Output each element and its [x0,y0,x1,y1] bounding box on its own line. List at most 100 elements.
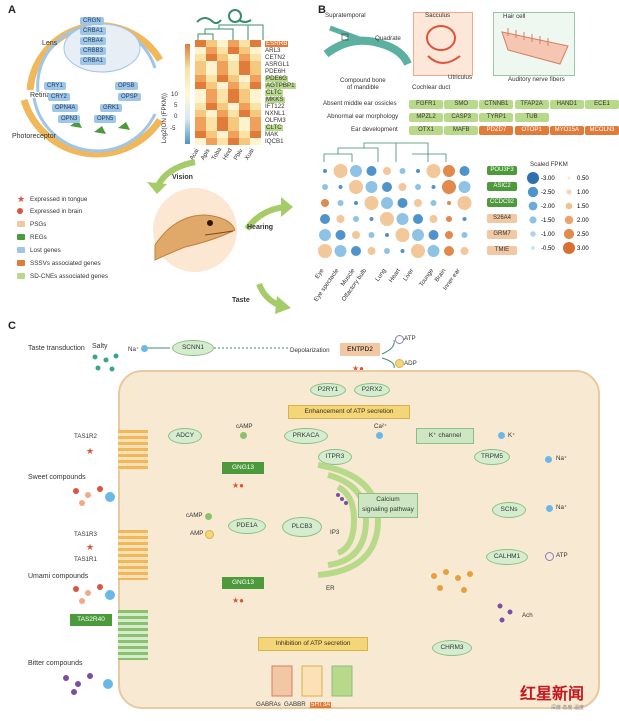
sacculus-label: Sacculus [425,12,451,19]
gene-pill-tyrp1: TYRP1 [479,113,514,122]
heatmap-gene-iqcb1: IQCB1 [265,138,284,145]
heatmap-cell [228,40,239,47]
k-channel-box: K⁺ channel [416,428,474,444]
phenotype-row-label-2: Abnormal ear morphology [327,113,399,120]
heatmap-cell [206,96,217,103]
heatmap-cell [206,103,217,110]
tas1r3-label: TAS1R3 [74,531,97,538]
heatmap-cell [250,96,261,103]
panel-c-letter: C [8,320,16,332]
scale-dot-left-0 [527,172,539,184]
umami-particles [73,584,115,604]
heatmap-cell [195,110,206,117]
gene-pill-tub: TUB [514,113,549,122]
heatmap-cell [206,124,217,131]
heatmap-cell [195,131,206,138]
scale-label-left-5: -0.50 [541,246,555,252]
scale-dot-right-2 [565,202,573,210]
gene-pill-hand1: HAND1 [549,100,584,109]
legend-row-regs: REGs [17,234,47,241]
gene-pill-mcoln3: MCOLN3 [585,126,619,135]
vision-label: Vision [172,174,193,181]
lens-gene-2: CRBA1 [80,27,107,35]
pde1a-node: PDE1A [228,518,266,534]
taste-label: Taste [232,297,250,304]
heatmap-cell [250,138,261,145]
dot-pou3f3-8 [443,165,455,177]
watermark-main: 红星新闻 [520,684,585,703]
heatmap-cell [217,54,228,61]
er-label: ER [326,585,335,592]
dot-s26a4-6 [413,214,423,224]
heatmap-cell [195,103,206,110]
dot-tmie-7 [427,245,440,257]
heatmap-cell [228,124,239,131]
heatmap-cell [217,75,228,82]
inhibition-box: Inhibition of ATP secretion [258,637,368,651]
dot-ccdc92-8 [447,201,451,205]
dot-s26a4-8 [446,216,452,222]
legend-row-tongue: ★ Expressed in tongue [17,194,87,204]
retina-gene-grk1: GRK1 [100,104,123,112]
atp-label-2: ATP [556,552,568,559]
sssvs-swatch [17,260,25,266]
heatmap-cell [228,61,239,68]
gene-pill-fgfr1: FGFR1 [409,100,443,109]
reptile-icons [196,9,252,25]
na-label-1: Na⁺ [128,346,140,353]
atp-ion-2 [545,552,554,561]
watermark-sub: 深度 态度 温度 [550,705,585,711]
retina-gene-opsp: OPSP [118,93,141,101]
atp-particles [431,569,473,593]
heatmap-cell [206,138,217,145]
sdcnes-swatch [17,273,25,279]
cochlea-illustration [426,25,461,64]
panel-a-letter: A [8,4,16,16]
chrm3-node: CHRM3 [432,640,472,656]
heatmap-gene-arl3: ARL3 [265,47,281,54]
gene-pill-mafb: MAFB [444,126,479,135]
heatmap-gene-ift122: IFT122 [265,103,285,110]
scale-dot-right-3 [564,215,574,225]
scale-dot-left-2 [528,201,538,211]
heatmap-cell [239,131,250,138]
sweet-particles [73,486,115,506]
scnn1-node: SCNN1 [172,340,214,356]
dot-icon: ● [239,596,245,605]
heatmap-cell [217,40,228,47]
tas1r2-star: ★ [86,446,95,456]
tas2r40-receptor [118,610,148,660]
retina-gene-cry1: CRY1 [44,82,66,90]
heatmap-gene-nxnl1: NXNL1 [265,110,285,117]
legend-label-lost: Lost genes [30,247,61,254]
star-icon: ★ [232,481,240,490]
heatmap-gene-cltc-2: CLTC [265,124,283,132]
heatmap-cell [228,110,239,117]
heatmap-cell [217,68,228,75]
dot-tmie-8 [444,246,454,256]
heatmap-cell [228,96,239,103]
sweet-compounds-label: Sweet compounds [28,474,86,481]
heatmap-gene-agtpbp1: AGTPBP1 [265,82,296,90]
camp-label-2: cAMP [186,512,203,519]
heatmap-cell [195,54,206,61]
dot-pou3f3-6 [416,169,420,173]
heatmap-cell [195,138,206,145]
legend-label-psgs: PSGs [30,221,47,228]
dot-grm7-2 [352,231,360,239]
vision-arrow [147,159,196,194]
heatmap-cell [195,68,206,75]
heatmap-cell [250,131,261,138]
watermark-logo: 红星新闻 深度 态度 温度 [520,680,584,711]
heatmap-cell [206,54,217,61]
gene-pill-tfap2a: TFAP2A [514,100,549,109]
amp-ion [205,530,214,539]
htr-label: 5HT3A [310,701,332,709]
heatmap-cell [250,61,261,68]
scale-dot-right-4 [563,228,575,240]
utriculus-label: Utriculus [448,74,473,81]
heatmap-cell [228,89,239,96]
heatmap-cell [239,117,250,124]
heatmap-cell [217,138,228,145]
